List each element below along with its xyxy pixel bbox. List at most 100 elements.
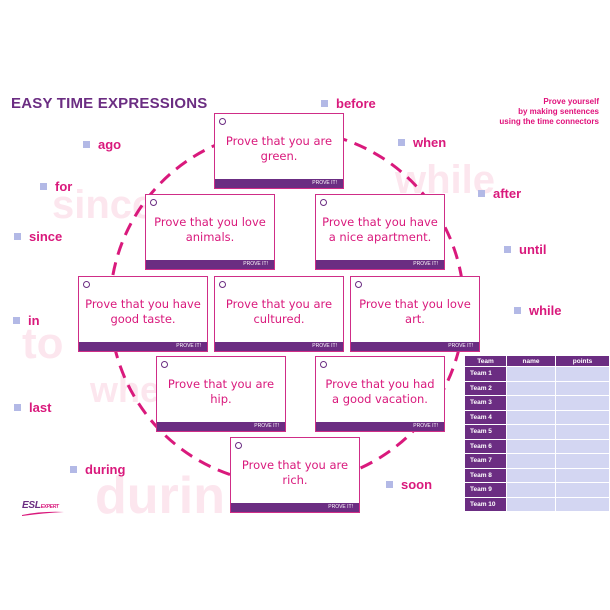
card-text: Prove that you love animals. <box>154 215 266 244</box>
team-label: Team 6 <box>464 438 507 454</box>
table-row: Team 7 <box>464 453 610 469</box>
logo-expert: EXPERT <box>40 504 59 510</box>
word-until: until <box>504 242 546 257</box>
prove-card-hip[interactable]: Prove that you are hip. PROVE IT! <box>156 356 286 432</box>
name-cell[interactable] <box>505 467 557 483</box>
card-text: Prove that you have a nice apartment. <box>322 215 438 244</box>
scoreboard-table: Team name points Team 1 Team 2 Team 3 Te… <box>464 355 610 512</box>
team-label: Team 5 <box>464 424 507 440</box>
bullet-square <box>40 183 47 190</box>
word-label: soon <box>401 477 433 492</box>
bullet-square <box>83 141 90 148</box>
word-last: last <box>14 400 51 415</box>
table-row: Team 1 <box>464 366 610 382</box>
instructions-line: using the time connectors <box>499 117 599 126</box>
bullet-square <box>398 139 405 146</box>
prove-card-animals[interactable]: Prove that you love animals. PROVE IT! <box>145 194 275 270</box>
points-cell[interactable] <box>555 453 610 469</box>
points-cell[interactable] <box>555 482 610 498</box>
word-label: in <box>28 313 40 328</box>
name-cell[interactable] <box>505 424 557 440</box>
name-cell[interactable] <box>505 380 557 396</box>
word-soon: soon <box>386 477 432 492</box>
word-when: when <box>398 135 446 150</box>
card-prove-label: PROVE IT! <box>215 342 343 351</box>
points-cell[interactable] <box>555 496 610 512</box>
prove-card-apartment[interactable]: Prove that you have a nice apartment. PR… <box>315 194 445 270</box>
name-cell[interactable] <box>505 409 557 425</box>
card-text: Prove that you have good taste. <box>85 297 201 326</box>
logo-esl: ESL <box>22 500 41 511</box>
card-text: Prove that you love art. <box>359 297 471 326</box>
table-row: Team 10 <box>464 496 610 512</box>
table-row: Team 3 <box>464 395 610 411</box>
logo-text: ESLEXPERT <box>22 500 59 511</box>
word-while: while <box>514 303 562 318</box>
name-cell[interactable] <box>505 453 557 469</box>
instructions-line: Prove yourself <box>543 97 599 106</box>
logo-swoosh-icon <box>22 511 64 516</box>
word-label: until <box>519 242 547 257</box>
word-label: after <box>493 186 522 201</box>
header-name: name <box>505 355 557 367</box>
prove-card-vacation[interactable]: Prove that you had a good vacation. PROV… <box>315 356 445 432</box>
prove-card-art[interactable]: Prove that you love art. PROVE IT! <box>350 276 480 352</box>
prove-card-green[interactable]: Prove that you are green. PROVE IT! <box>214 113 344 189</box>
prove-card-cultured[interactable]: Prove that you are cultured. PROVE IT! <box>214 276 344 352</box>
card-prove-label: PROVE IT! <box>316 260 444 269</box>
punch-hole <box>150 199 157 206</box>
word-during: during <box>70 462 125 477</box>
card-prove-label: PROVE IT! <box>146 260 274 269</box>
name-cell[interactable] <box>505 366 557 382</box>
team-label: Team 2 <box>464 380 507 396</box>
bg-word-during: durin <box>95 467 225 525</box>
punch-hole <box>161 361 168 368</box>
points-cell[interactable] <box>555 409 610 425</box>
scoreboard-header-row: Team name points <box>464 355 610 367</box>
bullet-square <box>13 317 20 324</box>
bullet-square <box>14 233 21 240</box>
word-for: for <box>40 179 72 194</box>
name-cell[interactable] <box>505 438 557 454</box>
card-text: Prove that you had a good vacation. <box>325 377 435 406</box>
name-cell[interactable] <box>505 496 557 512</box>
page-title: EASY TIME EXPRESSIONS <box>11 95 208 112</box>
instructions: Prove yourself by making sentences using… <box>439 97 599 127</box>
bullet-square <box>514 307 521 314</box>
card-text: Prove that you are hip. <box>167 377 275 406</box>
team-label: Team 9 <box>464 482 507 498</box>
points-cell[interactable] <box>555 380 610 396</box>
card-prove-label: PROVE IT! <box>231 503 359 512</box>
table-row: Team 2 <box>464 380 610 396</box>
word-label: before <box>336 96 376 111</box>
punch-hole <box>320 361 327 368</box>
points-cell[interactable] <box>555 467 610 483</box>
header-team: Team <box>464 355 507 367</box>
points-cell[interactable] <box>555 424 610 440</box>
name-cell[interactable] <box>505 395 557 411</box>
punch-hole <box>83 281 90 288</box>
prove-card-taste[interactable]: Prove that you have good taste. PROVE IT… <box>78 276 208 352</box>
prove-card-rich[interactable]: Prove that you are rich. PROVE IT! <box>230 437 360 513</box>
team-label: Team 7 <box>464 453 507 469</box>
team-label: Team 8 <box>464 467 507 483</box>
table-row: Team 4 <box>464 409 610 425</box>
word-in: in <box>13 313 40 328</box>
table-row: Team 6 <box>464 438 610 454</box>
bg-word-to: to <box>22 319 64 368</box>
card-prove-label: PROVE IT! <box>351 342 479 351</box>
points-cell[interactable] <box>555 366 610 382</box>
word-label: while <box>529 303 562 318</box>
punch-hole <box>235 442 242 449</box>
bullet-square <box>14 404 21 411</box>
name-cell[interactable] <box>505 482 557 498</box>
card-text: Prove that you are cultured. <box>225 297 333 326</box>
card-prove-label: PROVE IT! <box>79 342 207 351</box>
word-label: when <box>413 135 447 150</box>
punch-hole <box>219 281 226 288</box>
table-row: Team 9 <box>464 482 610 498</box>
header-points: points <box>555 355 610 367</box>
points-cell[interactable] <box>555 438 610 454</box>
points-cell[interactable] <box>555 395 610 411</box>
word-label: last <box>29 400 52 415</box>
